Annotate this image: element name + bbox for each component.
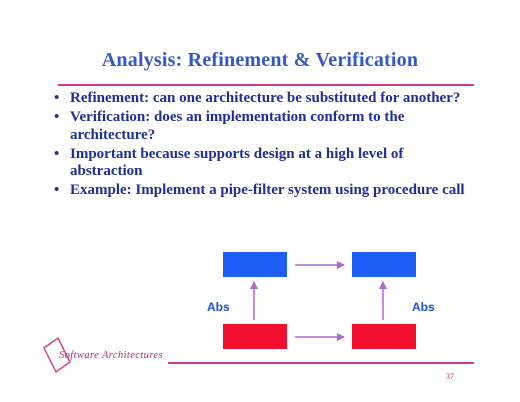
- footer-rule: [168, 362, 474, 364]
- concrete-box-right: [352, 324, 416, 349]
- bullet-text: can one architecture be substituted for …: [149, 90, 461, 106]
- bullet-lead: Refinement:: [70, 90, 150, 106]
- abstract-box-right: [352, 252, 416, 277]
- bullet-item-verification: • Verification: does an implementation c…: [52, 109, 472, 144]
- footer-course-name: Software Architectures: [59, 350, 163, 361]
- bullet-dot: •: [54, 90, 60, 106]
- bullet-item-importance: • Important because supports design at a…: [52, 146, 472, 181]
- bullet-text: Example: Implement a pipe-filter system …: [70, 182, 465, 198]
- concrete-box-left: [223, 324, 287, 349]
- bullet-item-refinement: • Refinement: can one architecture be su…: [52, 90, 472, 108]
- bullet-dot: •: [54, 182, 60, 198]
- bullet-text: Important because supports design at a h…: [70, 145, 404, 180]
- bullet-item-example: • Example: Implement a pipe-filter syste…: [52, 182, 472, 200]
- abs-label-right: Abs: [412, 300, 435, 314]
- bullet-dot: •: [54, 109, 60, 125]
- title-underline: [58, 84, 474, 86]
- bullet-lead: Verification:: [70, 109, 151, 125]
- abs-label-left: Abs: [207, 300, 230, 314]
- bullet-text: does an implementation conform to the ar…: [70, 109, 405, 143]
- bullet-dot: •: [54, 145, 60, 162]
- slide-title: Analysis: Refinement & Verification: [101, 49, 419, 71]
- footer-logo-icon: [43, 336, 71, 374]
- abstract-box-left: [223, 252, 287, 277]
- bullet-list: • Refinement: can one architecture be su…: [52, 90, 472, 201]
- page-number: 37: [446, 372, 454, 381]
